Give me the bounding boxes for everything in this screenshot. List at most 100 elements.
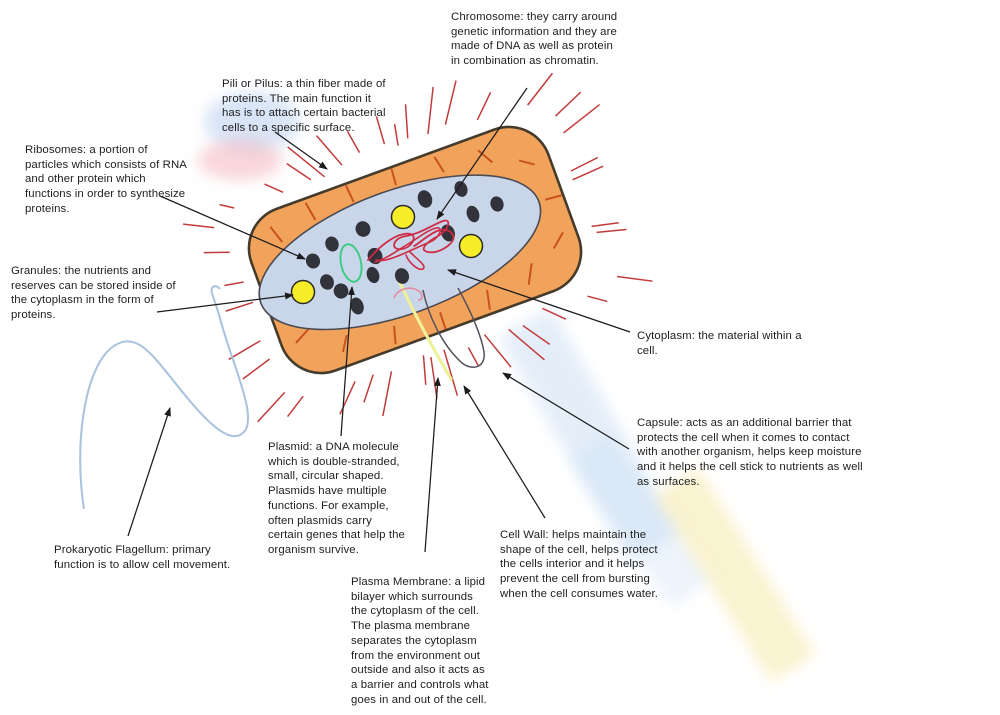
flagellum-curve [79, 285, 250, 510]
pilus-line [286, 163, 312, 181]
cytoplasm-label: Cytoplasm: the material within a cell. [637, 330, 802, 357]
pilus-line [219, 203, 235, 209]
pilus-line [443, 349, 459, 396]
pilus-line [346, 130, 361, 153]
inner-dash [390, 168, 397, 186]
inner-dash [518, 159, 535, 166]
pilus-line [224, 281, 244, 287]
flagellum-tail-loop [422, 287, 485, 368]
pilus-line [444, 80, 457, 125]
ribosome-dot [305, 253, 321, 269]
pilus-line [286, 395, 304, 417]
flagellum-arrow [127, 407, 171, 537]
pilus-line [572, 165, 604, 181]
organelles [290, 181, 504, 315]
ribosome-dot [355, 221, 371, 237]
watermark-streak [568, 432, 712, 608]
pilus-line [242, 358, 271, 380]
pilus-line [393, 124, 399, 146]
chromosome-squiggle [367, 219, 455, 271]
plasmid-ring [339, 243, 363, 283]
inner-dash [433, 156, 445, 173]
pilus-line [522, 324, 551, 346]
inner-dash [544, 194, 562, 201]
pili-label: Pili or Pilus: a thin fiber made of prot… [222, 78, 386, 135]
ribosome-dot [454, 181, 468, 197]
membrane-fold [393, 287, 423, 301]
ribosome-dot [394, 268, 410, 284]
granule [458, 233, 484, 259]
ribosome-dot [325, 236, 339, 252]
inner-dash [341, 335, 348, 353]
pilus-line [182, 223, 215, 229]
flagellum-label: Prokaryotic Flagellum: primary function … [54, 544, 231, 571]
pili-spikes [182, 72, 653, 423]
pilus-line [483, 334, 512, 368]
cell-wall-arrow [463, 385, 546, 519]
pilus-line [527, 72, 554, 106]
watermark-blob [204, 92, 300, 152]
granules-arrow [156, 292, 294, 313]
ribosome-dot [333, 283, 349, 299]
plasmid-label: Plasmid: a DNA molecule which is double-… [268, 441, 405, 556]
granule [290, 279, 316, 305]
inner-dash [552, 231, 564, 249]
inner-dash [439, 311, 447, 330]
pilus-line [596, 228, 627, 234]
ribosome-dot [350, 297, 364, 315]
inner-dash [304, 202, 317, 221]
membrane-highlight-line [397, 279, 453, 381]
pilus-line [382, 371, 393, 417]
pili-arrow [274, 131, 328, 170]
ribosome-dot [466, 205, 480, 223]
ribosomes-arrow [159, 195, 306, 260]
ribosome-dot [366, 266, 380, 284]
chromosome-label: Chromosome: they carry around genetic in… [451, 11, 618, 68]
plasma-membrane-label: Plasma Membrane: a lipid bilayer which s… [351, 576, 489, 706]
watermark-streak [654, 467, 816, 683]
pilus-line [315, 135, 343, 166]
inner-dash [486, 289, 491, 311]
granule [390, 204, 416, 230]
pilus-line [476, 92, 492, 121]
pilus-line [508, 328, 545, 361]
inner-dash [393, 325, 397, 345]
cell-wall-label: Cell Wall: helps maintain the shape of t… [500, 529, 659, 600]
pilus-line [404, 104, 409, 139]
pilus-line [467, 347, 479, 367]
pilus-line [203, 251, 230, 254]
plasma-membrane-arrow [424, 377, 441, 553]
chromosome-arrow [436, 87, 528, 220]
pilus-line [555, 91, 582, 117]
pilus-line [225, 301, 254, 312]
ribosomes-label: Ribosomes: a portion of particles which … [25, 144, 187, 215]
pilus-line [563, 104, 601, 134]
inner-dash [295, 327, 310, 344]
watermark-blob [198, 140, 282, 180]
inner-dash [345, 185, 355, 203]
pilus-line [542, 307, 567, 320]
pilus-line [375, 116, 386, 145]
pilus-line [422, 355, 427, 385]
pilus-line [570, 156, 599, 172]
capsule-arrow [502, 372, 630, 450]
pilus-line [228, 340, 261, 361]
capsule-label: Capsule: acts as an additional barrier t… [637, 417, 863, 488]
ribosome-dot [320, 274, 334, 290]
pilus-line [363, 374, 374, 403]
plasmid-arrow [340, 286, 355, 437]
cytoplasm-arrow [447, 269, 631, 333]
inner-dash [477, 149, 494, 164]
ribosome-dot [490, 196, 504, 212]
inner-dash [269, 226, 284, 243]
chromosome-scribble-path [374, 227, 442, 271]
watermark-smudges [198, 92, 816, 683]
ribosome-dot [417, 190, 433, 208]
annotation-arrows [127, 87, 631, 553]
pilus-line [257, 391, 286, 423]
ribosome-dot [441, 224, 455, 242]
pilus-line [587, 295, 608, 303]
granules-label: Granules: the nutrients and reserves can… [11, 265, 176, 322]
